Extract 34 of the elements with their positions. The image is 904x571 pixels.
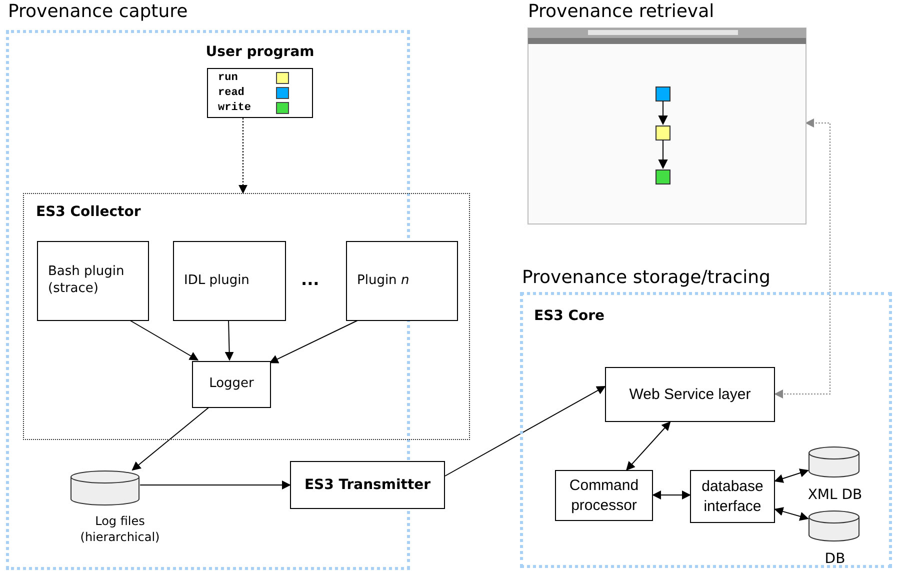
legend-label: read [218, 87, 244, 100]
region-heading: Provenance storage/tracing [522, 267, 770, 288]
arrow [128, 320, 199, 360]
cylinder-caption: XML DB [806, 486, 864, 504]
arrow [774, 468, 809, 483]
collector-panel [23, 193, 470, 440]
ellipsis-label: ... [301, 270, 320, 289]
process-box: IDL plugin [173, 241, 286, 321]
arrow [774, 507, 809, 521]
arrow [132, 406, 210, 471]
arrow [140, 480, 291, 490]
process-box: database interface [690, 470, 775, 523]
arrow [774, 118, 830, 398]
legend-label: write [218, 102, 252, 115]
process-box: Logger [192, 361, 271, 408]
process-box: Plugin n [346, 241, 458, 321]
arrow [444, 386, 606, 476]
legend-label: run [218, 72, 238, 85]
box-heading: User program [204, 44, 316, 60]
region-heading: Provenance capture [8, 1, 188, 22]
arrow [224, 320, 234, 361]
process-box: Web Service layer [605, 367, 775, 422]
process-box: ES3 Transmitter [290, 461, 445, 509]
arrow [626, 421, 671, 471]
process-box: Command processor [555, 470, 653, 521]
arrow [652, 490, 691, 500]
section-heading: Provenance retrieval [528, 1, 714, 22]
panel-heading: ES3 Core [534, 308, 605, 324]
cylinder-caption: Log files (hierarchical) [79, 514, 161, 546]
arrow [238, 118, 248, 194]
cylinder-caption: DB [824, 550, 846, 568]
arrow [269, 320, 359, 364]
process-box: Bash plugin (strace) [37, 241, 149, 321]
panel-heading: ES3 Collector [36, 204, 141, 220]
